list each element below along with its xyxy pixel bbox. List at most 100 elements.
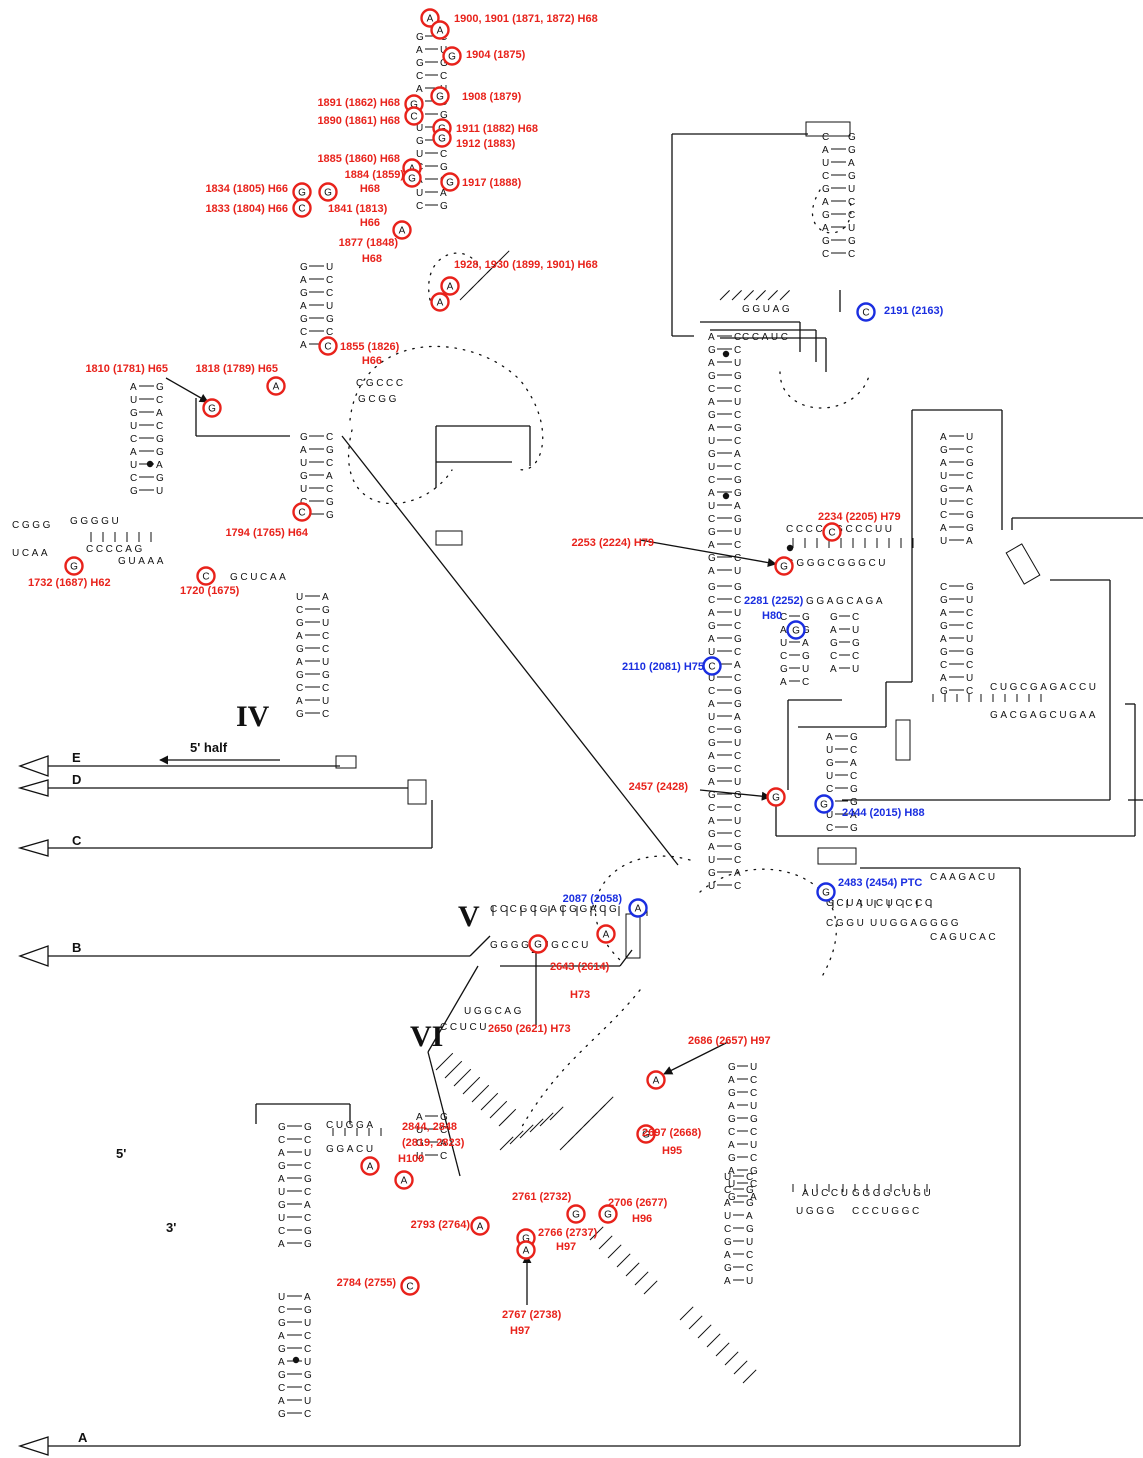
- site-label: 1877 (1848): [339, 237, 399, 249]
- svg-text:G: G: [130, 408, 138, 419]
- svg-text:A: A: [850, 758, 857, 769]
- sequence-segment: CCCCAG: [86, 544, 145, 555]
- svg-text:C: C: [156, 421, 163, 432]
- svg-text:G: G: [940, 595, 948, 606]
- svg-text:U: U: [802, 664, 809, 675]
- svg-text:A: A: [326, 471, 333, 482]
- modified-nucleotide: G: [604, 1210, 612, 1221]
- modified-nucleotide: G: [70, 562, 78, 573]
- svg-text:C: C: [156, 395, 163, 406]
- svg-text:C: C: [850, 745, 857, 756]
- svg-text:A: A: [416, 45, 423, 56]
- svg-text:A: A: [300, 275, 307, 286]
- svg-text:U: U: [416, 149, 423, 160]
- svg-text:G: G: [708, 410, 716, 421]
- site-label: 2761 (2732): [512, 1191, 572, 1203]
- connector-label-c: C: [72, 833, 82, 848]
- site-label: H95: [662, 1145, 682, 1157]
- svg-text:A: A: [724, 1250, 731, 1261]
- svg-text:A: A: [724, 1198, 731, 1209]
- sequence-segment: UUGGAGGGG: [870, 918, 961, 929]
- site-label: 1891 (1862) H68: [317, 97, 400, 109]
- svg-text:G: G: [830, 612, 838, 623]
- svg-text:A: A: [300, 445, 307, 456]
- svg-text:G: G: [300, 432, 308, 443]
- svg-text:G: G: [940, 621, 948, 632]
- svg-text:C: C: [296, 683, 303, 694]
- site-label: 2087 (2058): [563, 893, 623, 905]
- svg-text:G: G: [848, 171, 856, 182]
- svg-text:C: C: [300, 327, 307, 338]
- svg-text:A: A: [708, 816, 715, 827]
- svg-text:C: C: [734, 673, 741, 684]
- svg-text:G: G: [746, 1198, 754, 1209]
- svg-text:U: U: [304, 1396, 311, 1407]
- svg-text:U: U: [278, 1187, 285, 1198]
- svg-text:C: C: [848, 197, 855, 208]
- modified-nucleotide: G: [438, 134, 446, 145]
- site-label: 1908 (1879): [462, 91, 522, 103]
- svg-text:C: C: [130, 434, 137, 445]
- svg-text:G: G: [734, 842, 742, 853]
- site-label: 2784 (2755): [337, 1277, 397, 1289]
- svg-text:U: U: [734, 777, 741, 788]
- site-label: H73: [570, 989, 590, 1001]
- svg-text:A: A: [708, 488, 715, 499]
- modified-nucleotide: G: [446, 178, 454, 189]
- modified-nucleotide: G: [408, 174, 416, 185]
- svg-text:A: A: [734, 449, 741, 460]
- svg-text:G: G: [326, 510, 334, 521]
- svg-text:G: G: [850, 732, 858, 743]
- svg-text:C: C: [326, 484, 333, 495]
- svg-text:C: C: [848, 249, 855, 260]
- modified-nucleotide: G: [436, 92, 444, 103]
- site-label: 1904 (1875): [466, 49, 526, 61]
- svg-text:U: U: [322, 618, 329, 629]
- svg-text:C: C: [304, 1187, 311, 1198]
- svg-text:C: C: [750, 1075, 757, 1086]
- connector-heads: [20, 756, 48, 1455]
- site-label: 1917 (1888): [462, 177, 522, 189]
- svg-text:U: U: [708, 855, 715, 866]
- svg-text:C: C: [966, 497, 973, 508]
- site-label: 2444 (2015) H88: [842, 807, 925, 819]
- svg-text:A: A: [708, 397, 715, 408]
- svg-text:U: U: [734, 527, 741, 538]
- svg-text:G: G: [734, 371, 742, 382]
- svg-text:C: C: [708, 514, 715, 525]
- site-label: 1885 (1860) H68: [317, 153, 400, 165]
- five-prime-end: 5': [116, 1146, 126, 1161]
- modified-nucleotide: G: [208, 404, 216, 415]
- domain-label-vi: VI: [410, 1020, 443, 1053]
- svg-text:C: C: [746, 1250, 753, 1261]
- svg-text:A: A: [278, 1357, 285, 1368]
- svg-text:G: G: [278, 1122, 286, 1133]
- svg-text:C: C: [440, 149, 447, 160]
- svg-text:U: U: [734, 738, 741, 749]
- svg-text:G: G: [156, 473, 164, 484]
- sequence-segment: GGAGCAGA: [806, 596, 885, 607]
- svg-text:U: U: [296, 592, 303, 603]
- svg-text:U: U: [966, 634, 973, 645]
- site-label: 1912 (1883): [456, 138, 516, 150]
- svg-text:G: G: [728, 1114, 736, 1125]
- svg-text:G: G: [966, 582, 974, 593]
- svg-text:C: C: [278, 1383, 285, 1394]
- svg-text:C: C: [322, 631, 329, 642]
- three-prime-end: 3': [166, 1220, 176, 1235]
- svg-text:G: G: [724, 1263, 732, 1274]
- site-label: 1810 (1781) H65: [85, 363, 168, 375]
- svg-text:U: U: [416, 188, 423, 199]
- svg-text:C: C: [780, 651, 787, 662]
- site-label: 1833 (1804) H66: [205, 203, 288, 215]
- modified-nucleotide: A: [477, 1222, 484, 1233]
- svg-text:G: G: [728, 1062, 736, 1073]
- svg-text:C: C: [746, 1263, 753, 1274]
- svg-text:C: C: [822, 171, 829, 182]
- svg-text:G: G: [304, 1239, 312, 1250]
- svg-text:A: A: [130, 447, 137, 458]
- site-label: 2234 (2205) H79: [818, 511, 901, 523]
- svg-text:C: C: [304, 1161, 311, 1172]
- svg-text:G: G: [728, 1088, 736, 1099]
- svg-text:G: G: [746, 1185, 754, 1196]
